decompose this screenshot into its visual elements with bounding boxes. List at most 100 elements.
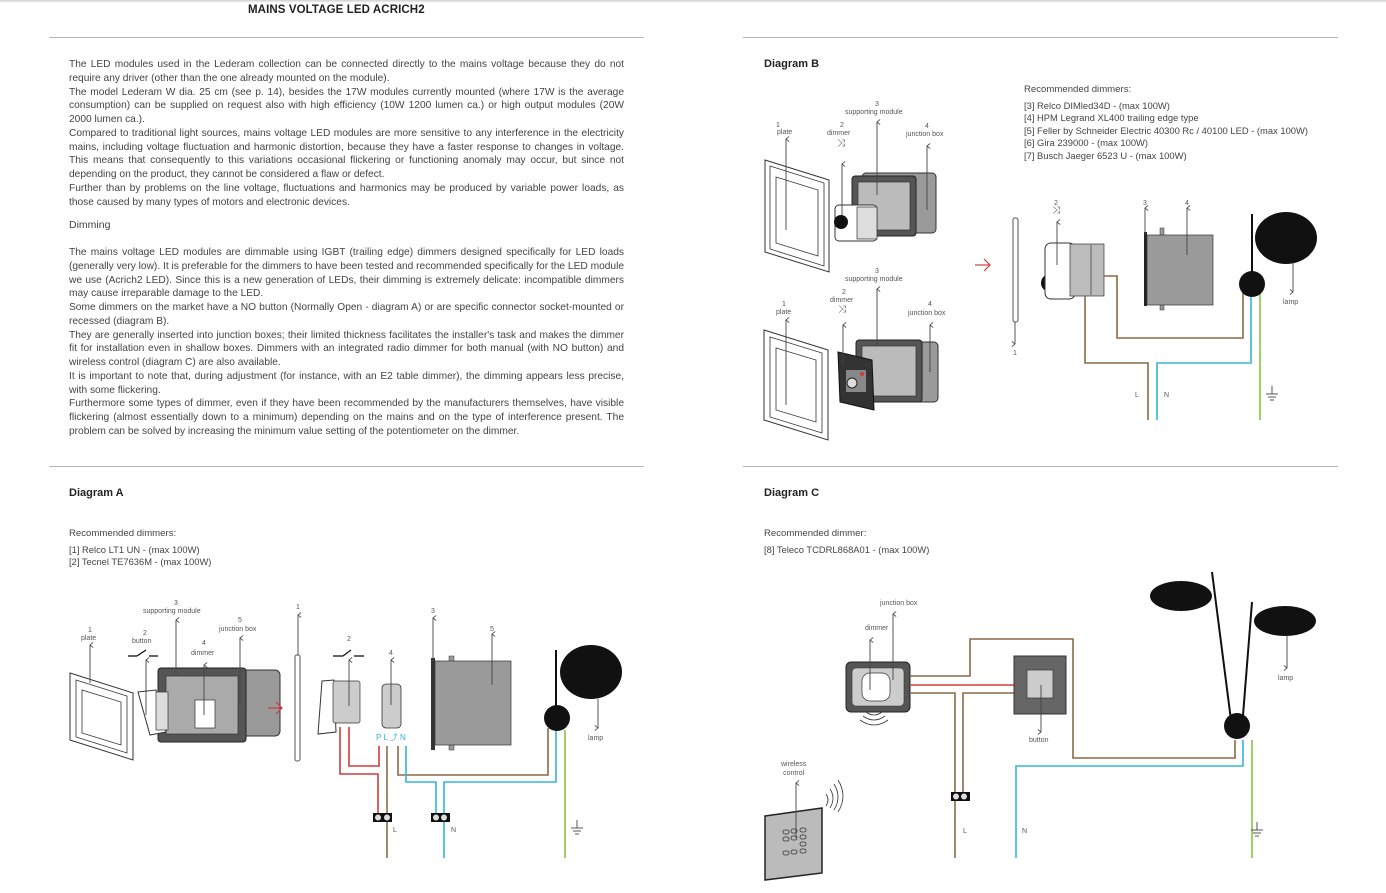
terminal-block-icon <box>431 813 450 822</box>
dimmer-side-drawing <box>1041 242 1105 300</box>
label-junction-box: junction box <box>880 600 918 607</box>
label-junction-box: junction box <box>906 131 944 138</box>
junction-box-side-drawing <box>431 655 512 751</box>
label-live: L <box>393 827 397 834</box>
lamp-shade <box>1255 212 1317 264</box>
label-number: 3 <box>1143 200 1147 207</box>
recommended-item: [1] Relco LT1 UN - (max 100W) <box>69 543 200 555</box>
wire-neutral <box>443 730 557 858</box>
junction-box-side-drawing <box>1144 227 1214 311</box>
dimmer-drawing <box>837 351 875 411</box>
label-button: button <box>132 638 152 645</box>
no-button-symbol-icon <box>128 649 158 657</box>
label-dimmer: dimmer <box>865 625 889 632</box>
junction-box-drawing <box>157 667 281 743</box>
label-live: L <box>1135 392 1139 399</box>
label-number: 2 <box>143 630 147 637</box>
intro-paragraph: The model Lederam W dia. 25 cm (see p. 1… <box>69 86 624 126</box>
recommended-title: Recommended dimmers: <box>1024 84 1132 95</box>
plate-drawing <box>764 159 830 273</box>
label-supporting-module: supporting module <box>845 276 903 283</box>
wire-live <box>1084 296 1149 420</box>
push-button-drawing <box>1013 655 1067 715</box>
label-number: 4 <box>389 650 393 657</box>
recommended-item: [5] Feller by Schneider Electric 40300 R… <box>1024 124 1308 136</box>
label-number: 3 <box>174 600 178 607</box>
dimmer-module-drawing <box>381 683 402 729</box>
dimming-paragraph: Some dimmers on the market have a NO but… <box>69 302 624 327</box>
wire-neutral <box>1015 740 1244 858</box>
label-number: 4 <box>202 640 206 647</box>
label-number: 4 <box>1185 200 1189 207</box>
label-dimmer: dimmer <box>191 650 215 657</box>
radio-waves-icon <box>825 779 844 813</box>
recommended-title: Recommended dimmer: <box>764 528 867 539</box>
divider-top-right <box>743 37 1338 38</box>
diagram-a-exploded-view <box>69 620 281 761</box>
label-lamp: lamp <box>1283 299 1299 306</box>
red-arrow-icon <box>268 701 283 715</box>
label-dimmer: dimmer <box>830 297 854 304</box>
label-plate: plate <box>776 309 792 316</box>
label-number: 3 <box>431 608 435 615</box>
dimming-paragraph: The mains voltage LED modules are dimmab… <box>69 247 624 300</box>
dimmer-drawing <box>834 204 878 242</box>
label-button: button <box>1029 737 1049 744</box>
dimming-heading: Dimming <box>69 219 111 232</box>
diagram-c-recommended: Recommended dimmer: [8] Teleco TCDRL868A… <box>764 528 929 556</box>
ground-icon <box>1251 822 1263 837</box>
wire-live <box>910 692 956 858</box>
wireless-remote-drawing <box>764 807 823 881</box>
label-number: 1 <box>776 122 780 129</box>
label-number: 3 <box>875 101 879 108</box>
label-number: 1 <box>296 604 300 611</box>
wire-live <box>962 692 1016 797</box>
lamp-shade <box>560 645 622 699</box>
recommended-item: [7] Busch Jaeger 6523 U - (max 100W) <box>1024 149 1187 161</box>
radio-dimmer-drawing <box>845 661 911 713</box>
diagram-b-exploded-view-1 <box>764 122 937 273</box>
label-neutral: N <box>451 827 457 834</box>
diagram-b-exploded-view-2 <box>763 289 939 441</box>
label-neutral: N <box>1022 828 1028 835</box>
label-junction-box: junction box <box>219 626 257 633</box>
label-supporting-module: supporting module <box>143 608 201 615</box>
intro-paragraph: The LED modules used in the Lederam coll… <box>69 59 624 84</box>
label-number: 2 <box>347 636 351 643</box>
plate-drawing <box>763 329 829 441</box>
diagram-b-recommended: Recommended dimmers: [3] Relco DIMled34D… <box>1024 84 1308 162</box>
label-number: 2 <box>1054 200 1058 207</box>
recommended-title: Recommended dimmers: <box>69 528 177 539</box>
lamp-shade <box>1150 581 1212 611</box>
label-terminals: P L ⤴ N <box>376 733 406 742</box>
label-number: 5 <box>238 617 242 624</box>
divider-mid-right <box>743 466 1338 467</box>
button-drawing <box>137 689 169 736</box>
label-number: 1 <box>88 627 92 634</box>
recommended-item: [8] Teleco TCDRL868A01 - (max 100W) <box>764 543 930 555</box>
recommended-item: [2] Tecnel TE7636M - (max 100W) <box>69 556 212 567</box>
lamp-socket <box>1224 713 1250 739</box>
body-text: The LED modules used in the Lederam coll… <box>69 58 624 439</box>
diagram-a-wiring <box>294 615 622 858</box>
dimmer-symbol-icon: ⤨ <box>1052 205 1060 216</box>
label-dimmer: dimmer <box>827 130 851 137</box>
label-junction-box: junction box <box>908 310 946 317</box>
label-number: 3 <box>875 268 879 275</box>
label-number: 4 <box>928 301 932 308</box>
wire-neutral <box>1156 290 1252 420</box>
dimming-paragraph: Furthermore some types of dimmer, even i… <box>69 398 624 437</box>
lamp-socket <box>1239 271 1265 297</box>
recommended-item: [6] Gira 239000 - (max 100W) <box>1024 137 1149 148</box>
recommended-item: [3] Relco DIMled34D - (max 100W) <box>1024 99 1170 111</box>
label-neutral: N <box>1164 392 1170 399</box>
label-number: 2 <box>842 289 846 296</box>
plate-side-drawing <box>1012 217 1019 323</box>
lamp-shade <box>1254 606 1316 636</box>
intro-paragraph: Compared to traditional light sources, m… <box>69 127 624 180</box>
label-number: 5 <box>490 626 494 633</box>
button-side-drawing <box>317 679 361 735</box>
intro-paragraph: Further than by problems on the line vol… <box>69 182 624 208</box>
wire-live <box>1104 275 1244 339</box>
